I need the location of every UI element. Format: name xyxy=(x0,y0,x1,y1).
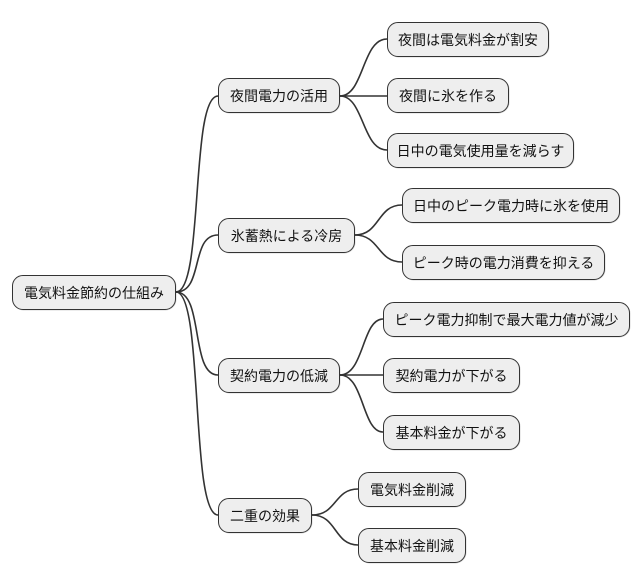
edge-branch3-to-leaf-max-power-decrease xyxy=(339,318,384,376)
edge-branch4-to-leaf-electricity-reduction xyxy=(311,488,359,516)
edge-root-to-branch-night-power xyxy=(175,95,219,293)
edge-branch2-to-leaf-use-ice-peak xyxy=(354,204,403,236)
leaf-make-ice-at-night-node: 夜間に氷を作る xyxy=(387,78,509,113)
leaf-night-cheap-rate-node: 夜間は電気料金が割安 xyxy=(387,22,549,57)
edge-branch1-to-leaf-cheap-rate xyxy=(339,38,388,97)
leaf-basic-fee-reduction-node: 基本料金削減 xyxy=(358,528,466,563)
branch-double-effect-node: 二重の効果 xyxy=(218,498,312,533)
edge-branch1-to-leaf-reduce-usage xyxy=(339,95,388,151)
leaf-suppress-peak-consumption-node: ピーク時の電力消費を抑える xyxy=(402,245,605,280)
leaf-peak-suppression-max-power-node: ピーク電力抑制で最大電力値が減少 xyxy=(383,302,630,337)
edge-root-to-branch-ice-thermal xyxy=(175,234,219,293)
edge-branch2-to-leaf-suppress-peak xyxy=(354,234,403,263)
branch-ice-thermal-cooling-node: 氷蓄熱による冷房 xyxy=(218,218,355,253)
edge-root-to-branch-double-effect xyxy=(175,291,219,516)
leaf-reduce-daytime-usage-node: 日中の電気使用量を減らす xyxy=(387,133,574,168)
edge-root-to-branch-contract-reduction xyxy=(175,291,219,376)
branch-contract-power-reduction-node: 契約電力の低減 xyxy=(218,358,340,393)
leaf-use-ice-at-peak-node: 日中のピーク電力時に氷を使用 xyxy=(402,188,620,223)
root-node: 電気料金節約の仕組み xyxy=(12,275,176,310)
leaf-electricity-cost-reduction-node: 電気料金削減 xyxy=(358,472,466,507)
leaf-basic-fee-drops-node: 基本料金が下がる xyxy=(383,415,520,450)
branch-night-power-node: 夜間電力の活用 xyxy=(218,78,340,113)
leaf-contract-power-drops-node: 契約電力が下がる xyxy=(383,358,520,393)
edge-branch4-to-leaf-basic-fee-reduction xyxy=(311,514,359,546)
edge-branch3-to-leaf-basic-fee-drops xyxy=(339,374,384,433)
